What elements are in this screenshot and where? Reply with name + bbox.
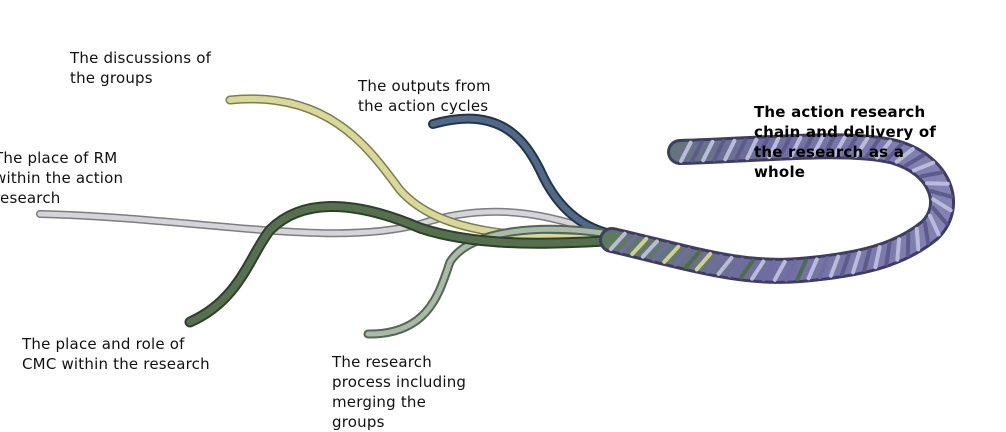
label-line: CMC within the research bbox=[22, 354, 210, 374]
strand-cmc bbox=[190, 206, 622, 322]
label-line: within the action bbox=[0, 168, 123, 188]
strand-outputs bbox=[433, 119, 622, 236]
rope-twist bbox=[927, 183, 948, 184]
label-line: chain and delivery of bbox=[754, 122, 936, 142]
label-line: The outputs from bbox=[358, 76, 491, 96]
label-line: merging the bbox=[332, 392, 466, 412]
rope-twist bbox=[897, 239, 899, 259]
label-line: The discussions of bbox=[70, 48, 211, 68]
label-line: The place of RM bbox=[0, 148, 123, 168]
label-chain: The action research chain and delivery o… bbox=[754, 102, 936, 182]
label-cmc: The place and role of CMC within the res… bbox=[22, 334, 210, 374]
label-line: The research bbox=[332, 352, 466, 372]
label-line: groups bbox=[332, 412, 466, 432]
label-outputs: The outputs from the action cycles bbox=[358, 76, 491, 116]
rope-twist bbox=[917, 229, 919, 250]
label-line: The place and role of bbox=[22, 334, 210, 354]
label-line: research bbox=[0, 188, 123, 208]
label-line: the groups bbox=[70, 68, 211, 88]
label-line: the action cycles bbox=[358, 96, 491, 116]
label-line: whole bbox=[754, 162, 936, 182]
strands bbox=[40, 99, 622, 334]
label-line: process including bbox=[332, 372, 466, 392]
label-process: The research process including merging t… bbox=[332, 352, 466, 432]
label-line: the research as a bbox=[754, 142, 936, 162]
label-discussions: The discussions of the groups bbox=[70, 48, 211, 88]
label-rm: The place of RM within the action resear… bbox=[0, 148, 123, 208]
label-line: The action research bbox=[754, 102, 936, 122]
